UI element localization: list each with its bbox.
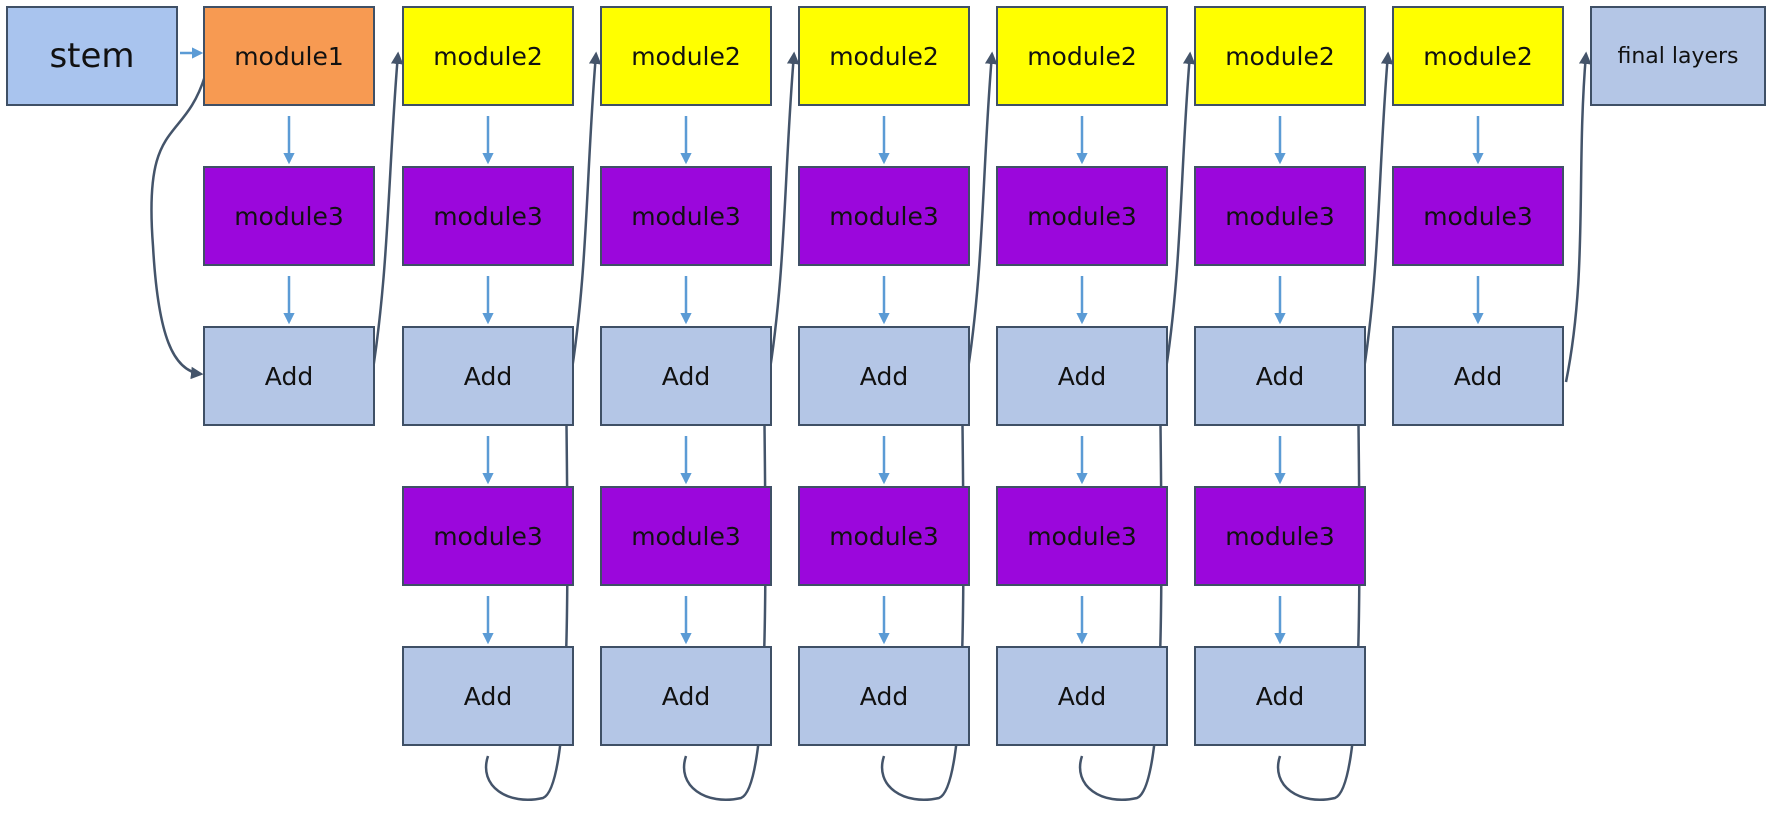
column-5-add-block-2: Add	[996, 326, 1168, 426]
column-1-module1-block: module1	[203, 6, 375, 106]
column-1-module1-block-label: module1	[234, 41, 344, 71]
stem-block: stem	[6, 6, 178, 106]
column-1-module3-block-1-label: module3	[234, 201, 344, 231]
column-6-module3-block-1-label: module3	[1225, 201, 1335, 231]
column-6-add-block-4: Add	[1194, 646, 1366, 746]
column-5-add-block-4-label: Add	[1057, 681, 1107, 711]
column-6-add-block-4-label: Add	[1255, 681, 1305, 711]
column-4-module2-block-label: module2	[829, 41, 939, 71]
column-5-module2-block-label: module2	[1027, 41, 1137, 71]
column-2-add-block-4-label: Add	[463, 681, 513, 711]
column-1-module3-block-1: module3	[203, 166, 375, 266]
column-6-skip-add-to-next-top	[1360, 51, 1394, 383]
column-7-module2-block: module2	[1392, 6, 1564, 106]
column-2-module3-block-3: module3	[402, 486, 574, 586]
column-2-skip-add-to-next-top	[568, 51, 602, 383]
column-3-module2-block: module2	[600, 6, 772, 106]
column-2-module3-block-1: module3	[402, 166, 574, 266]
column-4-module3-block-1-label: module3	[829, 201, 939, 231]
column-5-module3-block-3: module3	[996, 486, 1168, 586]
column-3-module3-block-1-label: module3	[631, 201, 741, 231]
column-4-add-block-2: Add	[798, 326, 970, 426]
column-3-add-block-2: Add	[600, 326, 772, 426]
column-7-add-block-2-label: Add	[1453, 361, 1503, 391]
column-3-add-block-4: Add	[600, 646, 772, 746]
column-4-module3-block-3: module3	[798, 486, 970, 586]
final-layers-block: final layers	[1590, 6, 1766, 106]
column-5-module3-block-1-label: module3	[1027, 201, 1137, 231]
column-3-add-block-4-label: Add	[661, 681, 711, 711]
column-6-module2-block: module2	[1194, 6, 1366, 106]
column-7-module2-block-label: module2	[1423, 41, 1533, 71]
column-4-add-block-4-label: Add	[859, 681, 909, 711]
column-7-add-block-2: Add	[1392, 326, 1564, 426]
column-7-module3-block-1-label: module3	[1423, 201, 1533, 231]
column-4-skip-add-to-next-top	[964, 51, 998, 383]
column-5-module2-block: module2	[996, 6, 1168, 106]
stem-block-label: stem	[49, 36, 135, 76]
column-6-module3-block-3: module3	[1194, 486, 1366, 586]
column-4-add-block-4: Add	[798, 646, 970, 746]
column-2-add-block-2: Add	[402, 326, 574, 426]
column-6-module3-block-1: module3	[1194, 166, 1366, 266]
column-3-skip-add-to-next-top	[766, 51, 800, 383]
column-7-module3-block-1: module3	[1392, 166, 1564, 266]
column-3-module3-block-3: module3	[600, 486, 772, 586]
column-5-add-block-4: Add	[996, 646, 1168, 746]
column-1-skip-add-to-next-top	[369, 51, 404, 383]
final-layers-block-label: final layers	[1617, 43, 1739, 69]
column-3-module2-block-label: module2	[631, 41, 741, 71]
column-6-add-block-2-label: Add	[1255, 361, 1305, 391]
column-4-module2-block: module2	[798, 6, 970, 106]
column-5-skip-add-to-next-top	[1162, 51, 1196, 383]
column-2-module2-block: module2	[402, 6, 574, 106]
column-5-add-block-2-label: Add	[1057, 361, 1107, 391]
column-4-add-block-2-label: Add	[859, 361, 909, 391]
column-5-module3-block-3-label: module3	[1027, 521, 1137, 551]
column-2-module3-block-1-label: module3	[433, 201, 543, 231]
column-4-module3-block-1: module3	[798, 166, 970, 266]
column-3-module3-block-3-label: module3	[631, 521, 741, 551]
column-2-add-block-4: Add	[402, 646, 574, 746]
column-6-module3-block-3-label: module3	[1225, 521, 1335, 551]
skip-add-to-final-layers	[1564, 51, 1592, 383]
column-6-module2-block-label: module2	[1225, 41, 1335, 71]
column-3-module3-block-1: module3	[600, 166, 772, 266]
column-5-module3-block-1: module3	[996, 166, 1168, 266]
column-2-module2-block-label: module2	[433, 41, 543, 71]
column-2-add-block-2-label: Add	[463, 361, 513, 391]
column-3-add-block-2-label: Add	[661, 361, 711, 391]
column-4-module3-block-3-label: module3	[829, 521, 939, 551]
column-1-add-block-2-label: Add	[264, 361, 314, 391]
column-2-module3-block-3-label: module3	[433, 521, 543, 551]
column-6-add-block-2: Add	[1194, 326, 1366, 426]
skip-connection-module1-to-add	[150, 75, 207, 380]
column-1-add-block-2: Add	[203, 326, 375, 426]
